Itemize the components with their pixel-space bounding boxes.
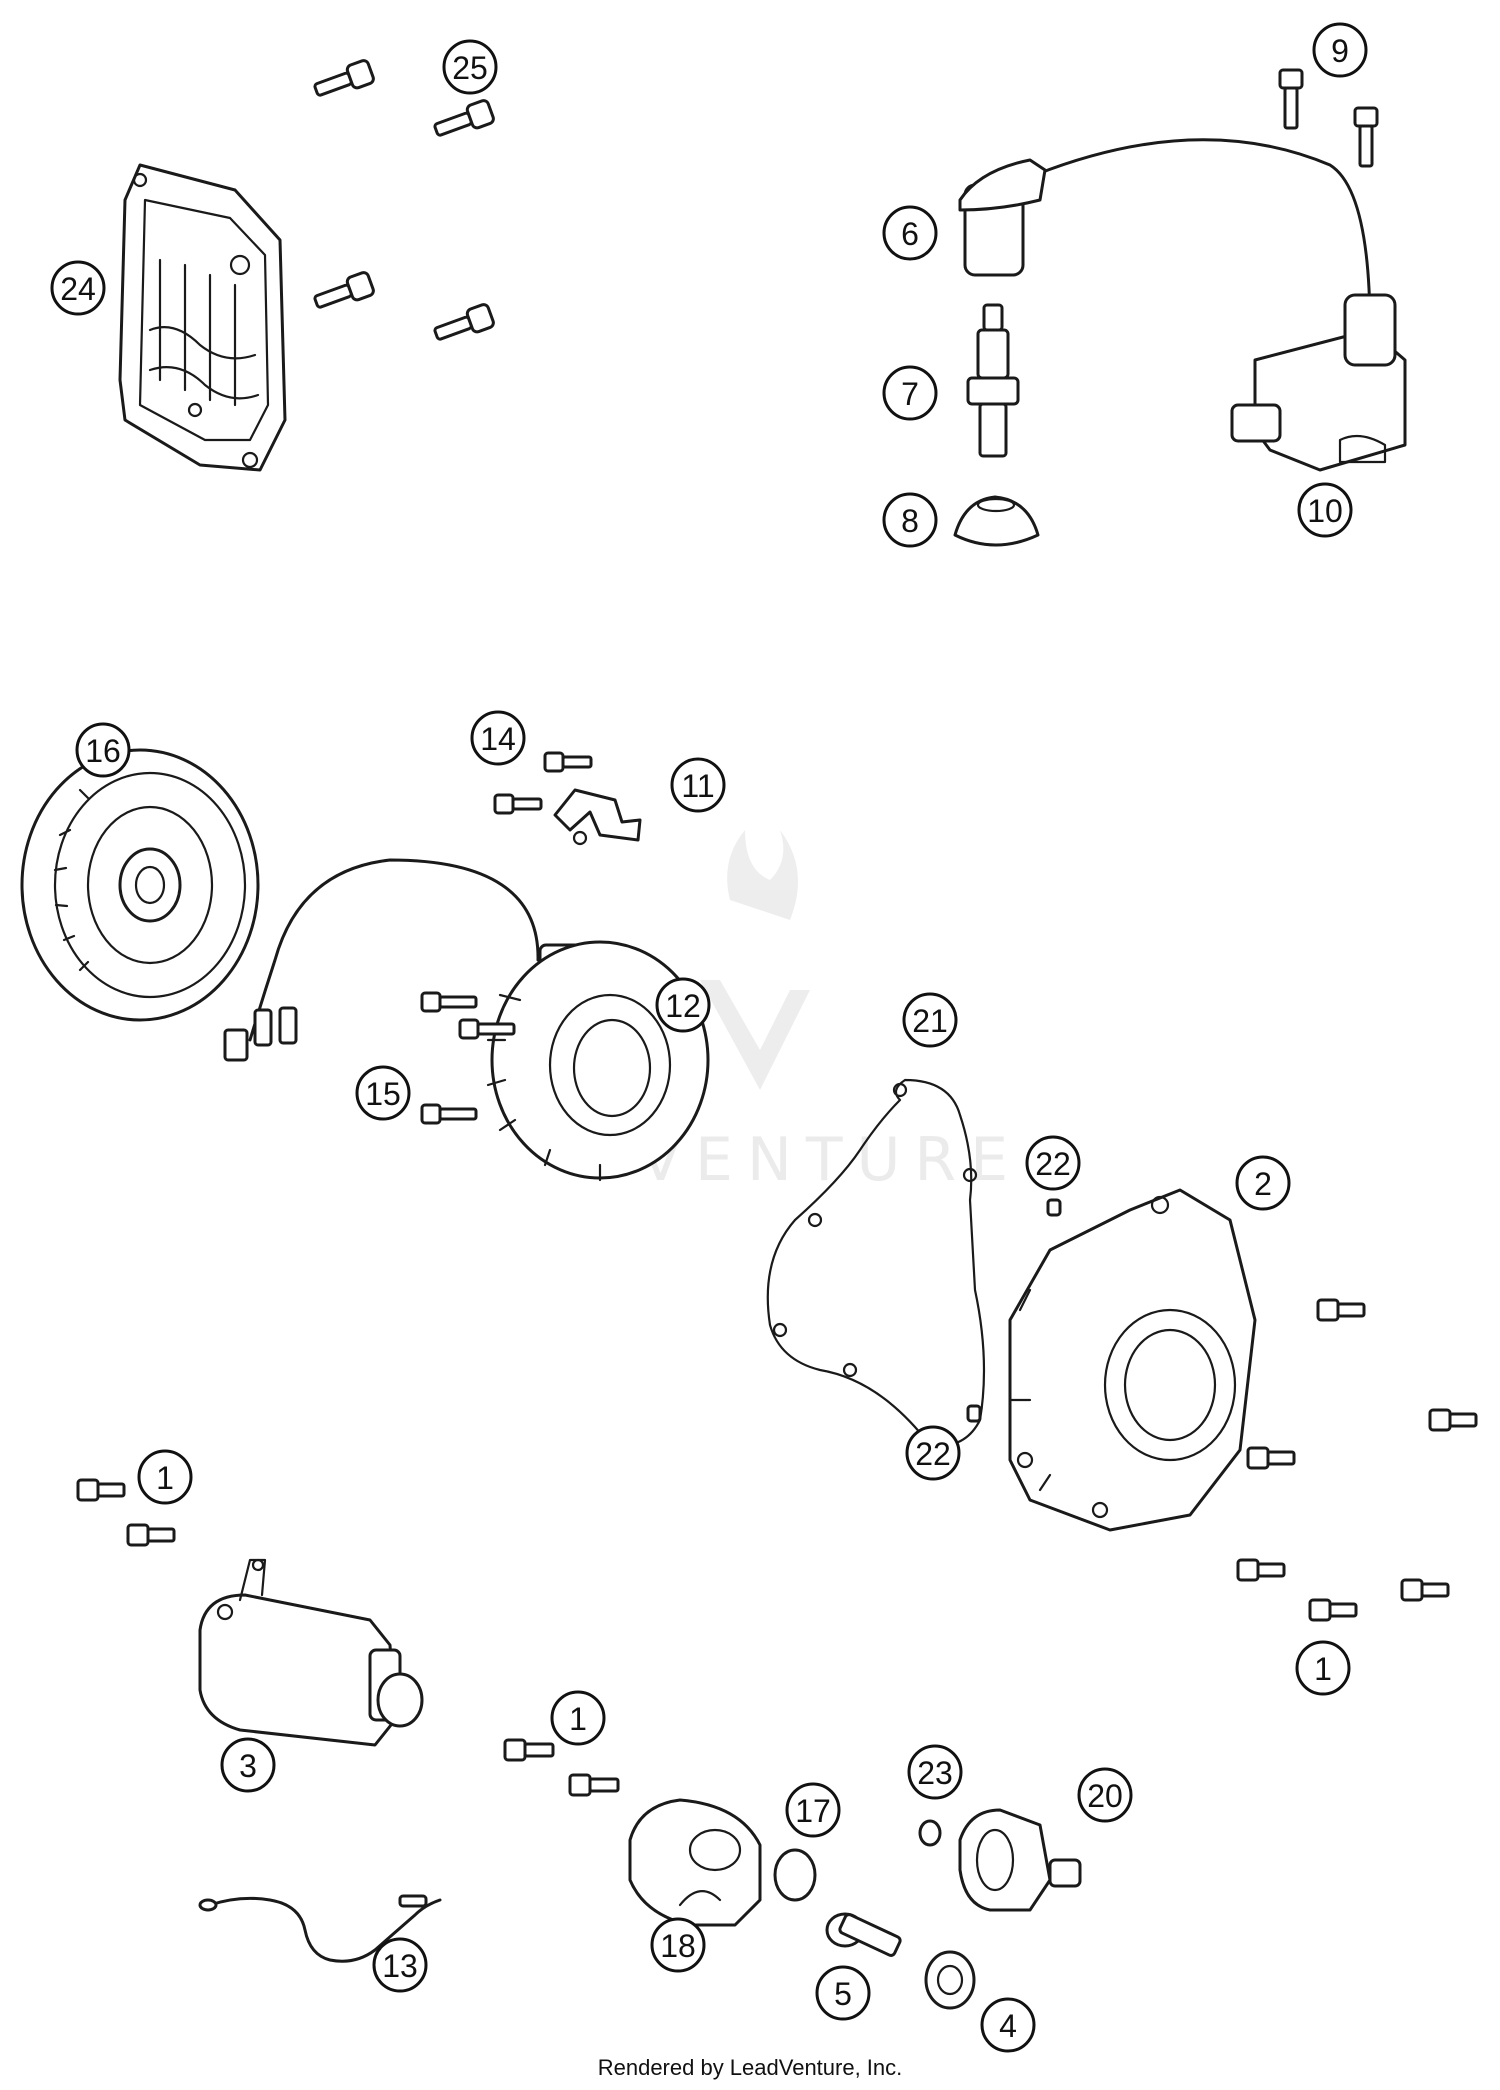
callout-5-label: 5 <box>834 1976 852 2012</box>
watermark: VENTURE <box>640 830 1022 1195</box>
part-24-cover-plate[interactable] <box>118 163 287 472</box>
callout-23: 23 <box>907 1744 963 1800</box>
part-15-screws[interactable] <box>420 991 516 1125</box>
callout-22-lower: 22 <box>905 1425 961 1481</box>
callout-3: 3 <box>220 1737 276 1793</box>
callout-1-center: 1 <box>550 1690 606 1746</box>
callout-8: 8 <box>882 492 938 548</box>
part-23-washer[interactable] <box>918 1819 942 1847</box>
part-8-seal[interactable] <box>953 495 1040 547</box>
part-20-starter-clutch[interactable] <box>958 1808 1082 1912</box>
callout-25-label: 25 <box>452 50 488 86</box>
watermark-text: VENTURE <box>640 1125 1022 1195</box>
callout-1-cover-label: 1 <box>1314 1651 1332 1687</box>
callout-23-label: 23 <box>917 1755 953 1791</box>
part-10-ignition-coil[interactable] <box>1230 293 1407 472</box>
callout-6-label: 6 <box>901 216 919 252</box>
part-16-flywheel[interactable] <box>20 748 260 1022</box>
callout-18: 18 <box>650 1917 706 1973</box>
callout-1-center-label: 1 <box>569 1701 587 1737</box>
part-18-idler-housing[interactable] <box>628 1798 762 1927</box>
callout-21: 21 <box>902 992 958 1048</box>
callout-22-upper-label: 22 <box>1035 1146 1071 1182</box>
callout-15: 15 <box>355 1065 411 1121</box>
callout-14: 14 <box>470 710 526 766</box>
callout-20-label: 20 <box>1087 1778 1123 1814</box>
callout-21-label: 21 <box>912 1003 948 1039</box>
part-6-spark-plug-cap[interactable] <box>958 138 1372 332</box>
callout-17-label: 17 <box>795 1793 831 1829</box>
part-25-screws[interactable] <box>312 59 495 345</box>
callout-1-cover: 1 <box>1295 1640 1351 1696</box>
callout-4-label: 4 <box>999 2008 1017 2044</box>
part-5-gear-shaft[interactable] <box>825 1912 902 1957</box>
callout-17: 17 <box>785 1782 841 1838</box>
part-4-bearing[interactable] <box>924 1950 976 2010</box>
part-11-clamp[interactable] <box>553 788 642 846</box>
callout-16-label: 16 <box>85 733 121 769</box>
callout-3-label: 3 <box>239 1748 257 1784</box>
part-7-spark-plug[interactable] <box>966 303 1020 458</box>
callout-24-label: 24 <box>60 271 96 307</box>
callout-22-lower-label: 22 <box>915 1436 951 1472</box>
footer-credit: Rendered by LeadVenture, Inc. <box>597 2055 903 2080</box>
callout-14-label: 14 <box>480 721 516 757</box>
callout-13-label: 13 <box>382 1948 418 1984</box>
callout-9: 9 <box>1312 22 1368 78</box>
part-1-bolts-cover[interactable] <box>1236 1298 1478 1622</box>
callout-24: 24 <box>50 260 106 316</box>
callout-6: 6 <box>882 205 938 261</box>
callout-4: 4 <box>980 1997 1036 2053</box>
part-9-bolts[interactable] <box>1278 68 1379 168</box>
callout-2: 2 <box>1235 1155 1291 1211</box>
callout-11-label: 11 <box>681 768 714 804</box>
callout-10: 10 <box>1297 482 1353 538</box>
part-12-stator[interactable] <box>223 858 710 1182</box>
callout-7-label: 7 <box>901 376 919 412</box>
part-2-alternator-cover[interactable] <box>1008 1188 1257 1532</box>
callout-5: 5 <box>815 1965 871 2021</box>
callout-25: 25 <box>442 39 498 95</box>
callout-11: 11 <box>670 757 726 813</box>
callout-15-label: 15 <box>365 1076 401 1112</box>
callout-8-label: 8 <box>901 503 919 539</box>
callout-12-label: 12 <box>665 988 701 1024</box>
callout-10-label: 10 <box>1307 493 1343 529</box>
part-22-dowel-pins[interactable] <box>966 1198 1062 1423</box>
callout-13: 13 <box>372 1937 428 1993</box>
callout-12: 12 <box>655 977 711 1033</box>
part-3-starter-motor[interactable] <box>198 1558 424 1747</box>
part-13-cable[interactable] <box>198 1894 442 1963</box>
callout-16: 16 <box>75 722 131 778</box>
callout-1-starter: 1 <box>137 1449 193 1505</box>
part-14-screws[interactable] <box>493 751 593 815</box>
callout-20: 20 <box>1077 1767 1133 1823</box>
part-17-o-ring[interactable] <box>773 1848 817 1902</box>
part-1-bolts-center[interactable] <box>503 1738 620 1797</box>
callout-18-label: 18 <box>660 1928 696 1964</box>
callout-7: 7 <box>882 365 938 421</box>
callout-2-label: 2 <box>1254 1166 1272 1202</box>
part-1-bolts-starter[interactable] <box>76 1478 176 1547</box>
callout-9-label: 9 <box>1331 33 1349 69</box>
callout-1-starter-label: 1 <box>156 1460 174 1496</box>
callout-22-upper: 22 <box>1025 1135 1081 1191</box>
